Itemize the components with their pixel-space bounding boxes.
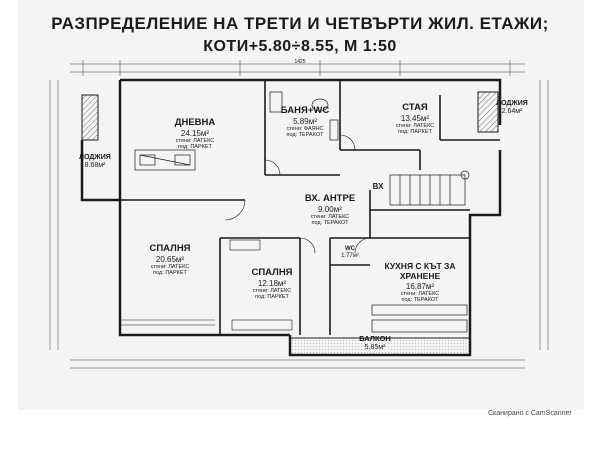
room-floor: под: ТЕРАКОТ — [311, 220, 349, 227]
lodzhia-right-hatch — [477, 91, 499, 133]
room-walls: стени: ЛАТЕКС — [252, 288, 292, 295]
dimension-lines — [49, 60, 549, 369]
room-name: СПАЛНЯ — [149, 243, 191, 254]
room-name: ДНЕВНА — [174, 117, 216, 128]
room-lodzhia-left: ЛОДЖИЯ 8.68м² — [72, 154, 118, 170]
room-floor: под: ПАРКЕТ — [255, 294, 289, 301]
room-walls: стени: ЛАТЕКС — [395, 123, 435, 130]
room-area: 12.18м² — [257, 278, 287, 288]
bath-fixtures — [269, 91, 339, 141]
room-name: ВХ. АНТРЕ — [304, 193, 356, 204]
room-area: 2.64м² — [501, 108, 523, 116]
room-floor: под: ТЕРАКОТ — [286, 132, 324, 139]
room-spalnya-small: СПАЛНЯ 12.18м² стени: ЛАТЕКС под: ПАРКЕТ — [237, 267, 307, 301]
room-floor: под: ТЕРАКОТ — [401, 297, 439, 304]
room-area: 24.15м² — [180, 128, 210, 138]
room-floor: под: ПАРКЕТ — [153, 270, 187, 277]
room-area: 8.68м² — [84, 162, 106, 170]
dimension-top-label: 1425 — [294, 59, 306, 65]
kitchen-fixtures — [371, 304, 468, 333]
room-name: ЛОДЖИЯ — [496, 100, 528, 107]
room-floor: под: ПАРКЕТ — [398, 129, 432, 136]
entrance-label: ВХ — [372, 182, 384, 191]
living-room-furniture — [134, 149, 196, 171]
room-name: БАЛКОН — [359, 334, 391, 343]
room-area: 13.45м² — [400, 113, 430, 123]
door-swings — [224, 134, 371, 254]
room-floor: под: ПАРКЕТ — [178, 144, 212, 151]
room-antre: ВХ. АНТРЕ 9.00м² стени: ЛАТЕКС под: ТЕРА… — [290, 193, 370, 227]
room-bath: БАНЯ+WC 5.89м² стени: ФАЯНС под: ТЕРАКОТ — [270, 105, 340, 139]
room-name: БАНЯ+WC — [280, 105, 330, 116]
room-walls: стени: ЛАТЕКС — [400, 290, 440, 297]
room-area: 1.77м² — [341, 252, 359, 259]
room-name: КУХНЯ С КЪТ ЗА ХРАНЕНЕ — [384, 261, 456, 281]
room-area: 5.85м² — [364, 343, 386, 351]
room-name: WC — [345, 246, 355, 252]
room-area: 9.00м² — [318, 204, 342, 214]
inner-walls — [120, 80, 500, 335]
room-balkon: БАЛКОН 5.85м² — [345, 334, 405, 352]
room-kitchen: КУХНЯ С КЪТ ЗА ХРАНЕНЕ 16.87м² стени: ЛА… — [370, 261, 470, 304]
bedroom-fixtures — [120, 239, 293, 331]
room-walls: стени: ЛАТЕКС — [175, 138, 215, 145]
room-dnevna: ДНЕВНА 24.15м² стени: ЛАТЕКС под: ПАРКЕТ — [160, 117, 230, 151]
room-walls: стени: ЛАТЕКС — [310, 214, 350, 221]
room-walls: стени: ЛАТЕКС — [150, 264, 190, 271]
room-name: СПАЛНЯ — [251, 267, 293, 278]
room-staya: СТАЯ 13.45м² стени: ЛАТЕКС под: ПАРКЕТ — [380, 102, 450, 136]
balkon-hatch — [289, 337, 471, 356]
room-name: СТАЯ — [402, 102, 428, 113]
scanner-watermark: Сканирано с CamScanner — [488, 410, 572, 417]
plan-subtitle: КОТИ+5.80÷8.55, М 1:50 — [203, 38, 397, 55]
room-area: 5.89м² — [293, 116, 317, 126]
room-name: ЛОДЖИЯ — [79, 154, 111, 161]
staircase — [389, 170, 470, 206]
room-area: 20.65м² — [155, 254, 185, 264]
room-wc: WC 1.77м² — [332, 246, 368, 260]
room-lodzhia-right: ЛОДЖИЯ 2.64м² — [492, 100, 532, 116]
lodzhia-left-hatch — [81, 94, 99, 141]
room-area: 16.87м² — [405, 281, 435, 291]
plan-title: РАЗПРЕДЕЛЕНИЕ НА ТРЕТИ И ЧЕТВЪРТИ ЖИЛ. Е… — [51, 14, 549, 33]
room-walls: стени: ФАЯНС — [286, 126, 324, 133]
room-spalnya-big: СПАЛНЯ 20.65м² стени: ЛАТЕКС под: ПАРКЕТ — [135, 243, 205, 277]
